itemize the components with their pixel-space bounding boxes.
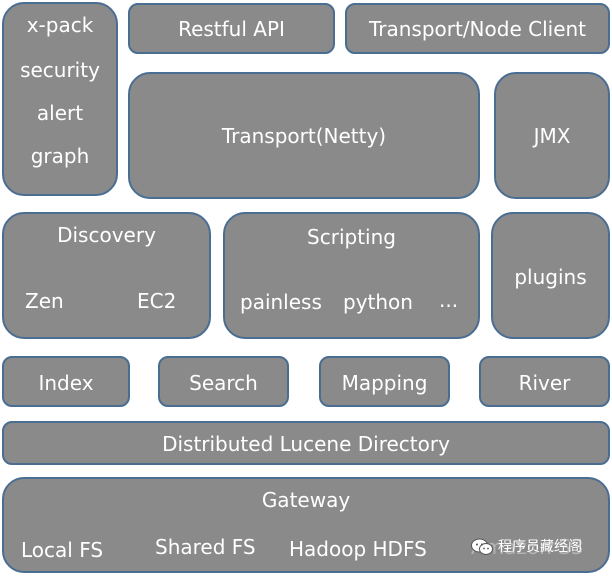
xpack-box: x-pack security alert graph: [2, 2, 118, 196]
mapping-box: Mapping: [319, 356, 450, 407]
river-box: River: [479, 356, 610, 407]
gateway-title: Gateway: [261, 488, 351, 512]
scripting-box: Scripting painless python ...: [223, 212, 480, 339]
gateway-item-shared-fs: Shared FS: [155, 535, 256, 559]
gateway-item-amazon-s3: Amazon S3: [471, 535, 584, 559]
mapping-label: Mapping: [341, 371, 428, 395]
search-box: Search: [158, 356, 289, 407]
watermark: 程序员藏经阁: [470, 536, 582, 558]
gateway-box: Gateway Local FS Shared FS Hadoop HDFS A…: [2, 477, 610, 573]
discovery-item-zen: Zen: [25, 289, 64, 313]
discovery-item-ec2: EC2: [137, 289, 177, 313]
distributed-lucene-directory-label: Distributed Lucene Directory: [162, 432, 450, 456]
scripting-item-painless: painless: [240, 290, 322, 314]
search-label: Search: [189, 371, 258, 395]
index-box: Index: [2, 356, 130, 407]
discovery-title: Discovery: [57, 223, 156, 247]
wechat-icon: [471, 538, 493, 555]
transport-client-label: Transport/Node Client: [368, 17, 587, 41]
river-label: River: [518, 371, 571, 395]
gateway-item-local-fs: Local FS: [21, 538, 104, 562]
xpack-label: x-pack: [26, 13, 94, 37]
index-label: Index: [38, 371, 94, 395]
plugins-label: plugins: [514, 265, 587, 289]
scripting-item-ellipsis: ...: [439, 288, 459, 312]
jmx-box: JMX: [494, 72, 610, 199]
discovery-box: Discovery Zen EC2: [2, 212, 211, 339]
alert-label: alert: [36, 101, 84, 125]
plugins-box: plugins: [491, 212, 610, 339]
transport-netty-box: Transport(Netty): [128, 72, 480, 199]
gateway-item-hadoop-hdfs: Hadoop HDFS: [289, 537, 427, 561]
transport-netty-label: Transport(Netty): [221, 124, 387, 148]
distributed-lucene-directory-box: Distributed Lucene Directory: [2, 421, 610, 465]
jmx-label: JMX: [533, 124, 571, 148]
restful-api-label: Restful API: [178, 17, 285, 41]
watermark-text: 程序员藏经阁: [498, 539, 582, 555]
scripting-item-python: python: [343, 290, 413, 314]
security-label: security: [20, 58, 100, 82]
graph-label: graph: [30, 144, 90, 168]
transport-client-box: Transport/Node Client: [345, 3, 610, 54]
restful-api-box: Restful API: [128, 3, 335, 54]
scripting-title: Scripting: [307, 225, 396, 249]
